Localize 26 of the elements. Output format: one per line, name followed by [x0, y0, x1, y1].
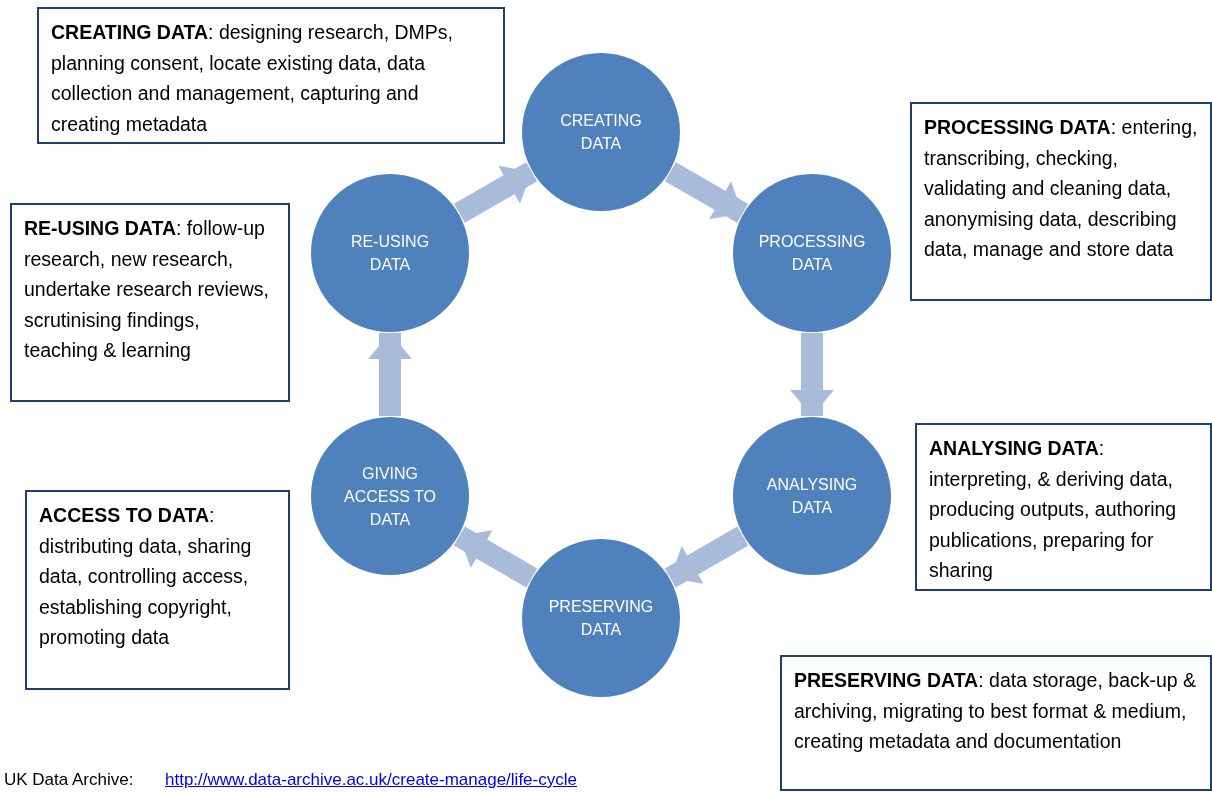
- block-arrow: [664, 526, 749, 588]
- description-text: ACCESS TO DATA: distributing data, sharing data, controlling access, establishing copyright, promoting data: [39, 503, 253, 650]
- stage-label: GIVING ACCESS TO DATA: [343, 463, 437, 530]
- stage-label: PRESERVING DATA: [547, 597, 655, 640]
- block-arrow: [368, 333, 412, 416]
- description-box: [910, 102, 1212, 301]
- description-box: [10, 203, 290, 402]
- source-label: UK Data Archive:: [4, 770, 134, 790]
- stage-label: ANALYSING DATA: [765, 475, 859, 518]
- block-arrow: [790, 333, 834, 416]
- description-text: RE-USING DATA: follow-up research, new research, undertake research reviews, scrutinising findings, teaching & learning: [24, 216, 270, 363]
- description-box: [780, 655, 1212, 791]
- description-text: PRESERVING DATA: data storage, back-up & archiving, migrating to best format & medium, creating metadata and documentation: [794, 668, 1198, 754]
- block-arrow: [453, 526, 538, 588]
- stage-label: RE-USING DATA: [349, 232, 431, 275]
- description-text: ANALYSING DATA: interpreting, & deriving data, producing outputs, authoring publications, preparing for sharing: [929, 436, 1178, 583]
- stage-label: PROCESSING DATA: [757, 232, 867, 275]
- block-arrow: [453, 162, 538, 223]
- description-box: [915, 423, 1212, 591]
- stage-label: CREATING DATA: [559, 111, 643, 154]
- description-text: PROCESSING DATA: entering, transcribing, checking, validating and cleaning data, anonymising data, describing data, manage and store data: [924, 115, 1199, 262]
- description-text: CREATING DATA: designing research, DMPs, planning consent, locate existing data, data collection and management, capturing and creating metadata: [51, 20, 455, 137]
- block-arrow: [664, 162, 749, 223]
- description-box: [25, 490, 290, 690]
- source-link: http://www.data-archive.ac.uk/create-manage/life-cycle: [165, 770, 577, 790]
- description-box: [37, 7, 505, 144]
